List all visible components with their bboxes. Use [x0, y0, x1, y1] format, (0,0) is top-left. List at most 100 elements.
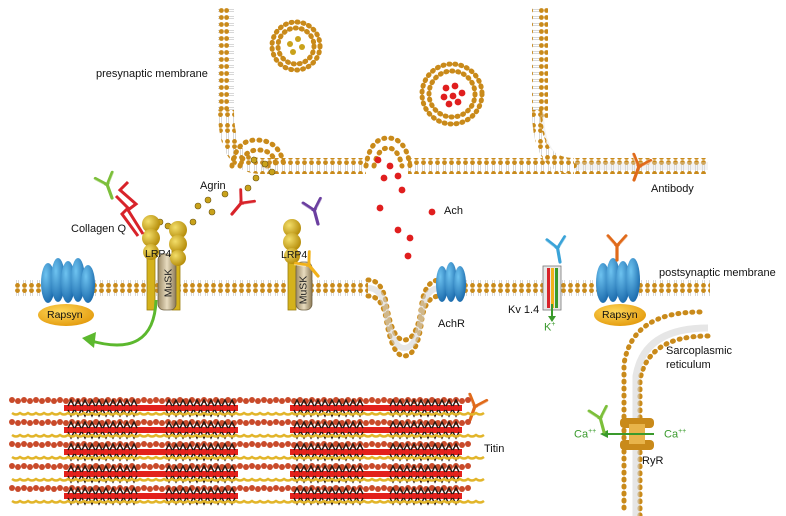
ryr-channel-icon	[600, 418, 654, 450]
myosin-head	[81, 398, 89, 418]
titin-filament	[11, 455, 485, 460]
myosin-head	[389, 398, 397, 418]
myosin-head	[88, 464, 96, 484]
myosin-head	[172, 486, 180, 506]
label-ryr: RyR	[642, 455, 664, 467]
myosin-head	[116, 398, 124, 418]
myosin-head	[207, 420, 215, 440]
myosin-head	[200, 486, 208, 506]
myosin-head	[116, 420, 124, 440]
label-lrp4-right: LRP4	[281, 249, 308, 261]
agrin-particles	[156, 156, 276, 230]
myosin-head	[81, 420, 89, 440]
label-agrin: Agrin	[200, 180, 226, 192]
myosin-head	[424, 464, 432, 484]
ca-left-sup: ++	[588, 428, 597, 435]
myosin-head	[389, 464, 397, 484]
myosin-head	[109, 398, 117, 418]
myosin-filament	[290, 493, 462, 499]
titin-filament	[11, 499, 485, 504]
k-ion-text: K	[544, 321, 552, 334]
myosin-head	[356, 464, 364, 484]
label-ca-left: Ca++	[574, 428, 596, 441]
achr-channel-icon	[41, 258, 95, 303]
label-ach: Ach	[444, 205, 463, 217]
myosin-head	[123, 442, 131, 462]
myosin-head	[445, 464, 453, 484]
label-kv: Kv 1.4	[508, 304, 540, 316]
myosin-filament	[64, 405, 238, 411]
titin-filament	[11, 477, 485, 482]
myosin-head	[193, 464, 201, 484]
myofilaments	[9, 397, 485, 506]
myosin-head	[165, 442, 173, 462]
myosin-head	[172, 398, 180, 418]
myosin-head	[165, 464, 173, 484]
myosin-filament	[64, 449, 238, 455]
myosin-head	[123, 420, 131, 440]
myosin-filament	[290, 427, 462, 433]
myosin-head	[403, 464, 411, 484]
myosin-head	[445, 486, 453, 506]
myosin-head	[95, 486, 103, 506]
myosin-head	[293, 442, 301, 462]
myosin-head	[307, 464, 315, 484]
myosin-head	[200, 420, 208, 440]
myosin-head	[207, 398, 215, 418]
myosin-head	[307, 442, 315, 462]
myosin-filament	[290, 471, 462, 477]
myosin-head	[452, 464, 460, 484]
myosin-head	[228, 486, 236, 506]
myosin-head	[300, 464, 308, 484]
myosin-head	[349, 464, 357, 484]
myosin-head	[123, 398, 131, 418]
myosin-head	[207, 464, 215, 484]
myosin-head	[221, 398, 229, 418]
myosin-head	[452, 486, 460, 506]
myosin-head	[389, 442, 397, 462]
myosin-head	[67, 486, 75, 506]
kv-channel-icon	[542, 265, 562, 322]
feedback-arrow	[82, 299, 158, 348]
titin-filament	[11, 433, 485, 438]
myosin-head	[228, 464, 236, 484]
myosin-head	[95, 464, 103, 484]
myosin-head	[403, 486, 411, 506]
myosin-head	[300, 420, 308, 440]
myosin-head	[228, 420, 236, 440]
myosin-head	[300, 486, 308, 506]
myosin-head	[165, 486, 173, 506]
rapsyn-right	[594, 304, 646, 326]
myosin-head	[396, 442, 404, 462]
myosin-head	[431, 442, 439, 462]
myosin-head	[293, 420, 301, 440]
myosin-head	[328, 486, 336, 506]
myosin-head	[445, 442, 453, 462]
myosin-head	[221, 486, 229, 506]
lrp4-musk-left	[142, 215, 187, 311]
myosin-head	[172, 442, 180, 462]
myosin-head	[349, 442, 357, 462]
myosin-head	[396, 398, 404, 418]
label-k-ion: K+	[544, 321, 555, 334]
myosin-head	[307, 398, 315, 418]
myosin-head	[321, 486, 329, 506]
myosin-head	[424, 486, 432, 506]
label-postsynaptic: postsynaptic membrane	[659, 267, 776, 279]
vesicle-ach	[419, 61, 485, 127]
myosin-head	[424, 398, 432, 418]
myosin-head	[417, 442, 425, 462]
myosin-filament	[64, 427, 238, 433]
myosin-head	[179, 398, 187, 418]
ach-molecules	[374, 156, 436, 260]
myosin-head	[321, 464, 329, 484]
myosin-filament	[64, 471, 238, 477]
ca-right-text: Ca	[664, 428, 679, 441]
ca-left-text: Ca	[574, 428, 589, 441]
label-antibody: Antibody	[651, 183, 694, 195]
myosin-head	[81, 486, 89, 506]
myosin-head	[417, 398, 425, 418]
myosin-head	[417, 486, 425, 506]
myosin-head	[116, 442, 124, 462]
